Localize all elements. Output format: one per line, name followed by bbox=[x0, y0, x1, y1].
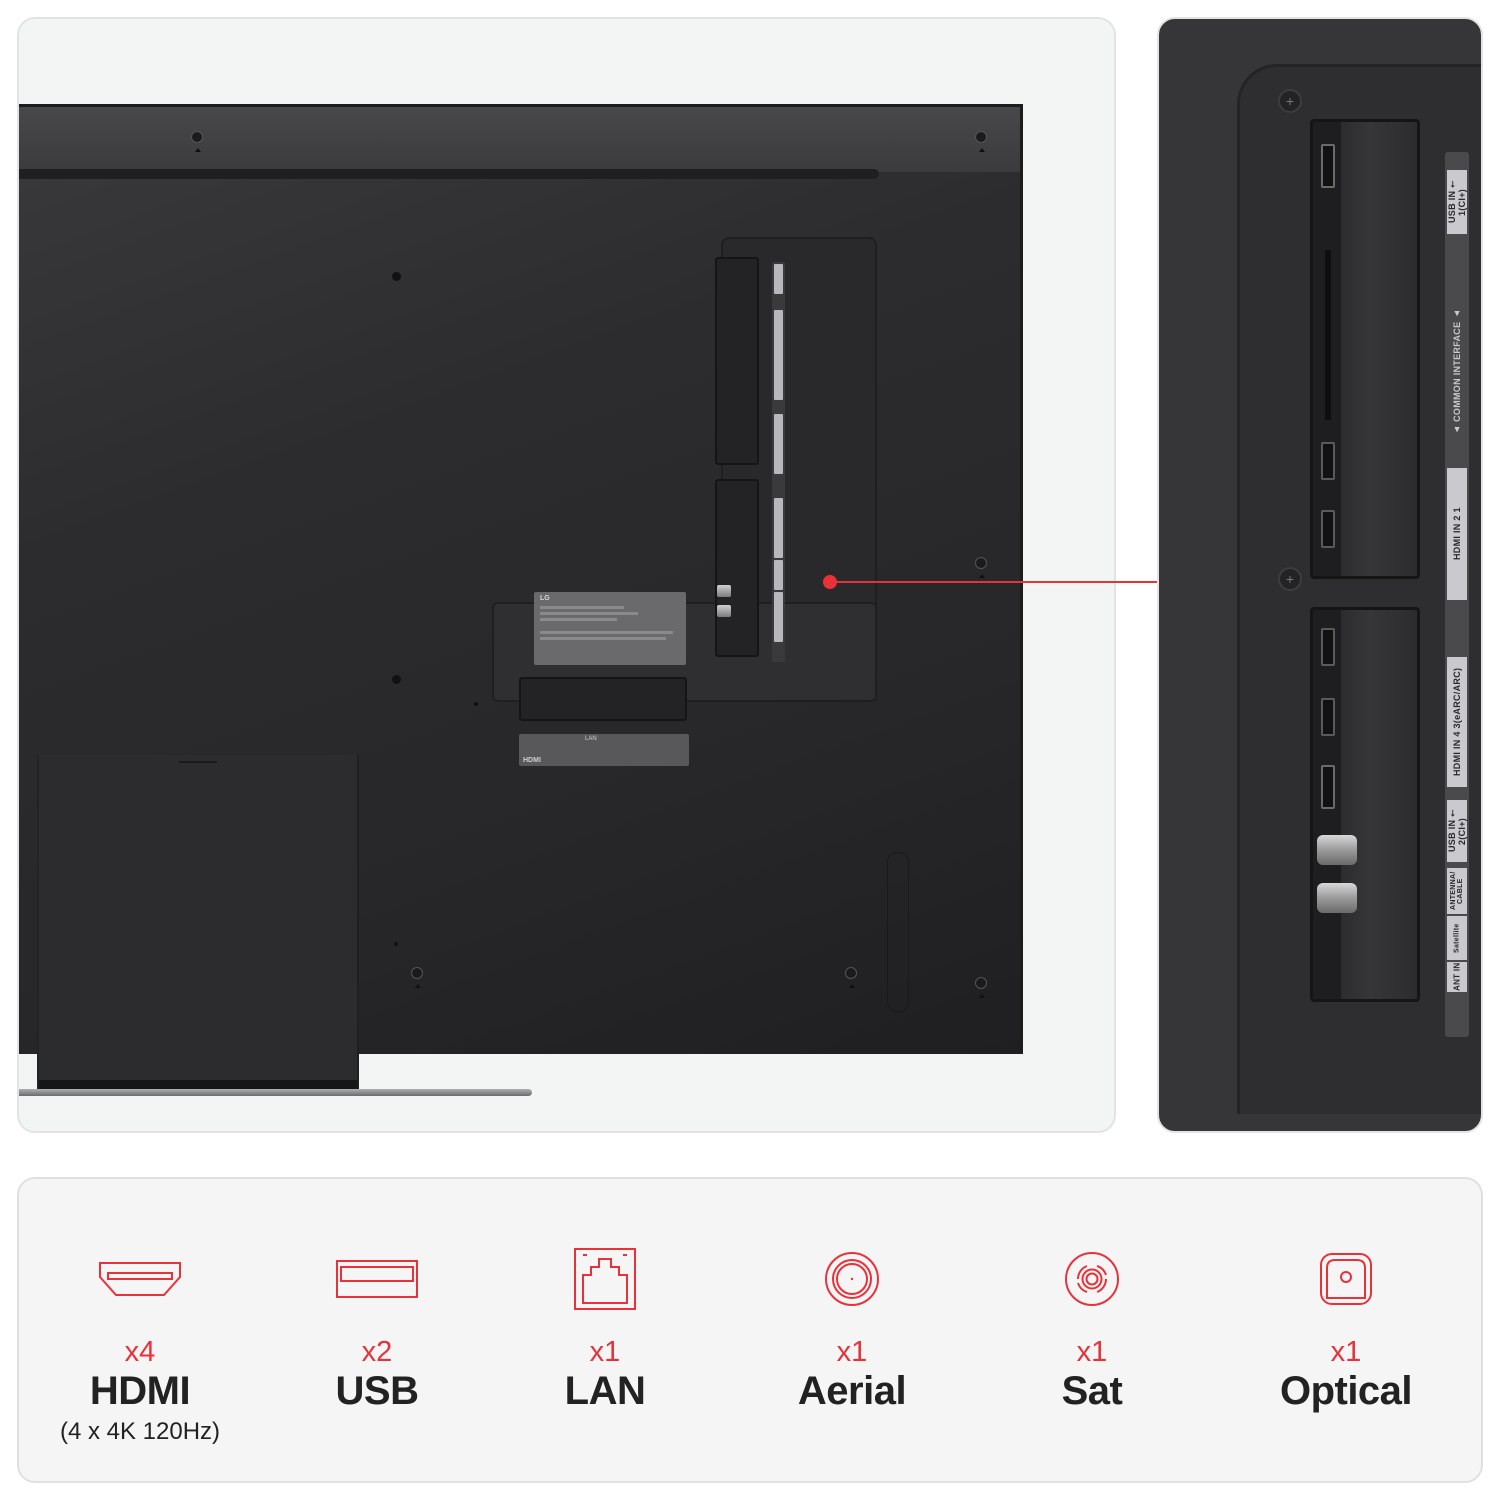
screw-icon bbox=[845, 967, 857, 988]
tv-top-band bbox=[19, 107, 1020, 172]
connectivity-summary-panel: x4 HDMI (4 x 4K 120Hz) x2 USB x1 LAN bbox=[17, 1177, 1483, 1483]
connectivity-item-hdmi: x4 HDMI (4 x 4K 120Hz) bbox=[30, 1244, 250, 1446]
aerial-port bbox=[717, 585, 731, 597]
connectivity-item-sat: x1 Sat bbox=[982, 1244, 1202, 1414]
screw-icon: + bbox=[1278, 567, 1302, 591]
label-antenna-cable: ANTENNA/ CABLE bbox=[1447, 868, 1467, 914]
sat-name: Sat bbox=[1061, 1369, 1123, 1413]
optical-icon bbox=[1320, 1253, 1372, 1305]
hdmi-icon bbox=[99, 1262, 181, 1296]
vesa-mount-hole bbox=[392, 675, 401, 684]
usb-icon bbox=[336, 1260, 418, 1298]
closeup-recess: + + USB IN ⭠ 1(CI+) ▲ COMMON INTERFACE ▲… bbox=[1237, 64, 1481, 1114]
usb-port-1 bbox=[1321, 144, 1335, 188]
hdmi-port-1 bbox=[1321, 442, 1335, 480]
aerial-name: Aerial bbox=[797, 1369, 907, 1413]
callout-line bbox=[830, 581, 1158, 583]
hdmi-port-4 bbox=[1321, 698, 1335, 736]
sat-icon bbox=[1065, 1252, 1119, 1306]
label-hdmi-in-1-2: HDMI IN 2 1 bbox=[1447, 468, 1467, 600]
connectivity-item-optical: x1 Optical bbox=[1236, 1244, 1456, 1414]
closeup-door-lower bbox=[1310, 607, 1420, 1002]
optical-count: x1 bbox=[1330, 1336, 1362, 1368]
lan-name: LAN bbox=[564, 1369, 646, 1413]
sat-port bbox=[1317, 883, 1357, 913]
hdmi-port-3 bbox=[1321, 628, 1335, 666]
sat-port bbox=[717, 605, 731, 617]
label-ant-in: ANT IN bbox=[1447, 962, 1467, 992]
label-common-interface: ▲ COMMON INTERFACE ▲ bbox=[1452, 308, 1462, 436]
connectivity-item-lan: x1 LAN bbox=[495, 1244, 715, 1414]
aerial-icon bbox=[825, 1252, 879, 1306]
aerial-count: x1 bbox=[836, 1336, 868, 1368]
screw-icon bbox=[975, 131, 987, 152]
ci-slot bbox=[1325, 250, 1331, 420]
usb-name: USB bbox=[335, 1369, 419, 1413]
lan-count: x1 bbox=[589, 1336, 621, 1368]
screw-icon: + bbox=[1278, 89, 1302, 113]
tv-rear-image-panel: LG LAN HDMI bbox=[17, 17, 1116, 1133]
stand-cover bbox=[37, 755, 359, 1092]
hdmi-count: x4 bbox=[124, 1336, 156, 1368]
vesa-mount-hole bbox=[394, 942, 398, 946]
lan-icon bbox=[574, 1248, 636, 1310]
hdmi-lan-label: LAN HDMI bbox=[519, 734, 689, 766]
hdmi-port-2 bbox=[1321, 510, 1335, 548]
stand-base bbox=[19, 1089, 532, 1096]
closeup-door-upper bbox=[1310, 119, 1420, 579]
carry-handle bbox=[887, 852, 909, 1012]
hdmi-name: HDMI bbox=[89, 1369, 191, 1413]
connectivity-item-aerial: x1 Aerial bbox=[742, 1244, 962, 1414]
screw-icon bbox=[975, 557, 987, 578]
rating-label: LG bbox=[534, 592, 686, 665]
label-usb-in-2: USB IN ⭠ 2(CI+) bbox=[1447, 800, 1467, 862]
usb-port-2 bbox=[1321, 765, 1335, 809]
hdmi-spec: (4 x 4K 120Hz) bbox=[59, 1418, 221, 1445]
screw-icon bbox=[191, 131, 203, 152]
io-cover-lower bbox=[715, 479, 759, 657]
vesa-mount-hole bbox=[392, 272, 401, 281]
vesa-mount-hole bbox=[474, 702, 478, 706]
tv-groove bbox=[19, 169, 879, 179]
closeup-label-strip: USB IN ⭠ 1(CI+) ▲ COMMON INTERFACE ▲ HDM… bbox=[1445, 152, 1469, 1037]
io-cover-upper bbox=[715, 257, 759, 465]
port-label-strip bbox=[772, 262, 785, 662]
aerial-port bbox=[1317, 835, 1357, 865]
usb-count: x2 bbox=[361, 1336, 393, 1368]
label-hdmi-in-3-4: HDMI IN 4 3(eARC/ARC) bbox=[1447, 657, 1467, 787]
screw-icon bbox=[411, 967, 423, 988]
label-satellite: Satellite bbox=[1447, 916, 1467, 960]
connectivity-item-usb: x2 USB bbox=[267, 1244, 487, 1414]
sat-count: x1 bbox=[1076, 1336, 1108, 1368]
port-closeup-panel: + + USB IN ⭠ 1(CI+) ▲ COMMON INTERFACE ▲… bbox=[1157, 17, 1483, 1133]
label-usb-in-1: USB IN ⭠ 1(CI+) bbox=[1447, 170, 1467, 234]
optical-name: Optical bbox=[1279, 1369, 1413, 1413]
screw-icon bbox=[975, 977, 987, 998]
io-cover-bottom bbox=[519, 677, 687, 721]
